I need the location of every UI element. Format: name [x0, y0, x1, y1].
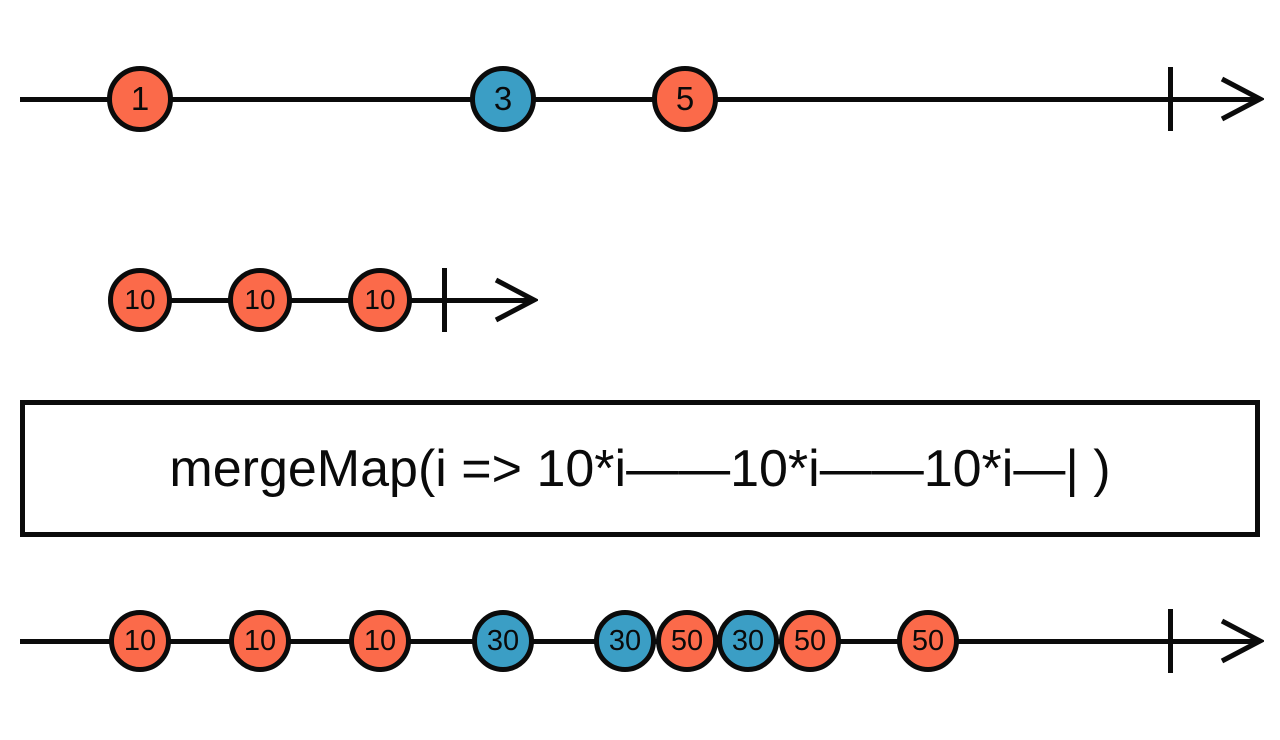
arrow-head-icon — [494, 277, 538, 323]
marble-10: 10 — [348, 268, 412, 332]
marble-50: 50 — [897, 610, 959, 672]
marble-value: 10 — [123, 624, 157, 657]
marble-value: 10 — [124, 284, 156, 315]
completion-tick — [1167, 609, 1173, 673]
timeline-axis — [20, 96, 1256, 102]
marble-value: 50 — [911, 624, 945, 657]
completion-tick — [441, 268, 447, 332]
marble-value: 1 — [130, 80, 150, 117]
marble-3: 3 — [470, 66, 536, 132]
marble-value: 10 — [244, 284, 276, 315]
marble-value: 30 — [608, 624, 642, 657]
marble-10: 10 — [228, 268, 292, 332]
arrow-head-icon — [1220, 618, 1264, 664]
marble-value: 5 — [675, 80, 695, 117]
marble-value: 3 — [493, 80, 513, 117]
marble-30: 30 — [717, 610, 779, 672]
operator-box: mergeMap(i => 10*i——10*i——10*i—| ) — [20, 400, 1260, 537]
marble-5: 5 — [652, 66, 718, 132]
marble-50: 50 — [779, 610, 841, 672]
marble-1: 1 — [107, 66, 173, 132]
marble-value: 10 — [243, 624, 277, 657]
marble-value: 50 — [670, 624, 704, 657]
timeline-axis — [109, 297, 533, 303]
marble-10: 10 — [349, 610, 411, 672]
marble-10: 10 — [109, 610, 171, 672]
marble-30: 30 — [472, 610, 534, 672]
marble-value: 10 — [363, 624, 397, 657]
marble-value: 50 — [793, 624, 827, 657]
marble-30: 30 — [594, 610, 656, 672]
operator-label: mergeMap(i => 10*i——10*i——10*i—| ) — [169, 439, 1111, 498]
completion-tick — [1167, 67, 1173, 131]
marble-value: 10 — [364, 284, 396, 315]
arrow-head-icon — [1220, 76, 1264, 122]
marble-50: 50 — [656, 610, 718, 672]
marble-value: 30 — [731, 624, 765, 657]
marble-10: 10 — [229, 610, 291, 672]
timeline-axis — [20, 638, 1256, 644]
marble-value: 30 — [486, 624, 520, 657]
marble-10: 10 — [108, 268, 172, 332]
